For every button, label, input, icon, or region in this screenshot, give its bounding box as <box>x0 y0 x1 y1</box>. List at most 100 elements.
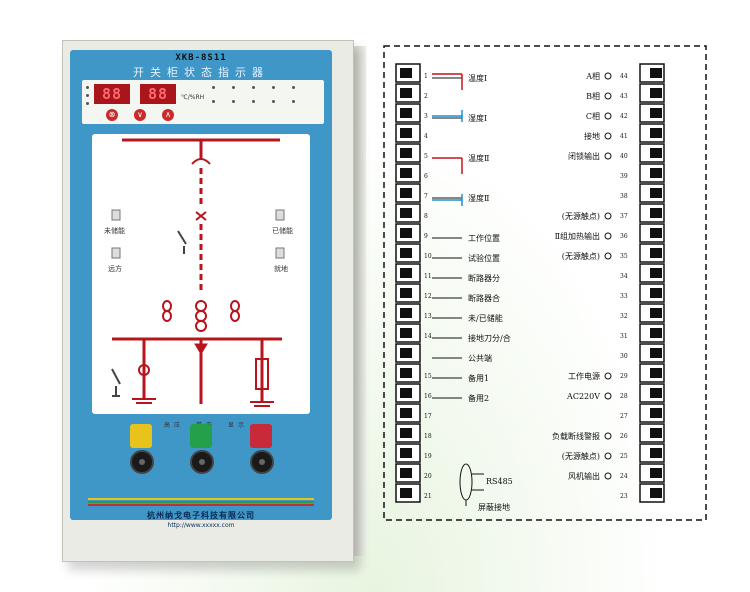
left-pin-number: 6 <box>424 173 428 180</box>
left-terminal-label: 未/已储能 <box>468 313 503 323</box>
left-terminal-label: 温度Ⅰ <box>468 73 487 83</box>
left-pin-number: 20 <box>424 473 432 480</box>
right-terminal-screw <box>650 188 662 198</box>
left-terminal-label: 备用1 <box>468 373 489 383</box>
right-terminal-node <box>604 212 612 220</box>
right-pin-number: 27 <box>620 413 628 420</box>
right-terminal-block <box>639 63 665 503</box>
right-terminal-screw <box>650 248 662 258</box>
indicator-led <box>272 100 275 103</box>
left-terminal-screw <box>400 208 412 218</box>
indicator-led <box>252 86 255 89</box>
left-terminal-label: 断路器合 <box>468 293 500 303</box>
left-pin-number: 4 <box>424 133 428 140</box>
right-terminal-screw <box>650 108 662 118</box>
right-terminal-screw <box>650 168 662 178</box>
right-terminal-screw <box>650 428 662 438</box>
right-terminal-label: C相 <box>586 111 600 121</box>
right-terminal-node <box>604 472 612 480</box>
right-pin-number: 35 <box>620 253 628 260</box>
left-pin-number: 10 <box>424 253 432 260</box>
left-pin-number: 13 <box>424 313 432 320</box>
right-terminal-node <box>604 72 612 80</box>
right-terminal-node <box>604 132 612 140</box>
right-pin-number: 44 <box>620 73 628 80</box>
left-terminal-screw <box>400 68 412 78</box>
right-terminal-screw <box>650 368 662 378</box>
left-pin-number: 14 <box>424 333 432 340</box>
right-pin-number: 42 <box>620 113 628 120</box>
left-terminal-screw <box>400 468 412 478</box>
right-pin-number: 41 <box>620 133 628 140</box>
left-pin-number: 15 <box>424 373 432 380</box>
right-terminal-label: 工作电源 <box>568 371 600 381</box>
right-terminal-screw <box>650 68 662 78</box>
right-terminal-node <box>604 432 612 440</box>
left-terminal-label: 接地刀分/合 <box>468 333 511 343</box>
right-terminal-screw <box>650 148 662 158</box>
rs485-label: RS485 <box>486 477 513 486</box>
left-terminal-screw <box>400 268 412 278</box>
right-terminal-label: (无源触点) <box>562 211 600 221</box>
right-pin-number: 39 <box>620 173 628 180</box>
right-pin-number: 31 <box>620 333 628 340</box>
right-terminal-node <box>604 112 612 120</box>
right-pin-number: 38 <box>620 193 628 200</box>
label-local: 就地 <box>274 265 288 273</box>
left-pin-number: 2 <box>424 93 428 100</box>
indicator-led <box>212 100 215 103</box>
reset-button[interactable]: ⊗ <box>106 109 118 121</box>
left-terminal-block <box>395 63 421 503</box>
device-front-panel: XKB-8S11 开关柜状态指示器 88 88 ℃/%RH ⊗ ∨ ∧ <box>70 50 332 529</box>
indicator-led <box>212 86 215 89</box>
color-stripes <box>88 498 314 506</box>
left-terminal-screw <box>400 308 412 318</box>
phase-c-knob[interactable] <box>250 450 274 474</box>
right-terminal-label: 风机输出 <box>568 471 600 481</box>
right-terminal-screw <box>650 308 662 318</box>
device-side-edge <box>352 46 366 556</box>
status-led <box>86 94 89 97</box>
right-terminal-screw <box>650 448 662 458</box>
left-terminal-screw <box>400 408 412 418</box>
left-terminal-label: 湿度Ⅰ <box>468 113 487 123</box>
indicator-led <box>292 100 295 103</box>
left-terminal-screw <box>400 148 412 158</box>
company-website: http://www.xxxxx.com <box>167 522 235 529</box>
left-terminal-screw <box>400 388 412 398</box>
status-led <box>86 86 89 89</box>
right-pin-number: 43 <box>620 93 628 100</box>
right-terminal-label: A相 <box>585 71 600 81</box>
right-terminal-screw <box>650 228 662 238</box>
right-terminal-node <box>604 452 612 460</box>
right-pin-number: 40 <box>620 153 628 160</box>
right-terminal-screw <box>650 468 662 478</box>
phase-b-knob[interactable] <box>190 450 214 474</box>
left-pin-number: 11 <box>424 273 432 280</box>
down-button[interactable]: ∨ <box>134 109 146 121</box>
phase-a-knob[interactable] <box>130 450 154 474</box>
right-terminal-label: 负载断线警报 <box>552 431 600 441</box>
phase-a-lamp <box>130 424 152 448</box>
right-terminal-label: AC220V <box>566 392 600 401</box>
right-terminal-screw <box>650 128 662 138</box>
right-terminal-label: B相 <box>586 91 600 101</box>
indicator-led <box>292 86 295 89</box>
temperature-display: 88 <box>94 84 130 104</box>
lamp-label: 示 <box>238 422 245 429</box>
right-pin-number: 29 <box>620 373 628 380</box>
status-led <box>86 102 89 105</box>
left-pin-number: 17 <box>424 413 432 420</box>
device-model: XKB-8S11 <box>175 53 227 63</box>
right-terminal-screw <box>650 328 662 338</box>
left-terminal-label: 温度Ⅱ <box>468 153 489 163</box>
up-button[interactable]: ∧ <box>162 109 174 121</box>
left-terminal-screw <box>400 108 412 118</box>
display-unit: ℃/%RH <box>181 94 205 101</box>
label-uncharged: 未储能 <box>104 227 125 235</box>
left-terminal-screw <box>400 188 412 198</box>
right-terminal-node <box>604 152 612 160</box>
left-pin-number: 8 <box>424 213 428 220</box>
